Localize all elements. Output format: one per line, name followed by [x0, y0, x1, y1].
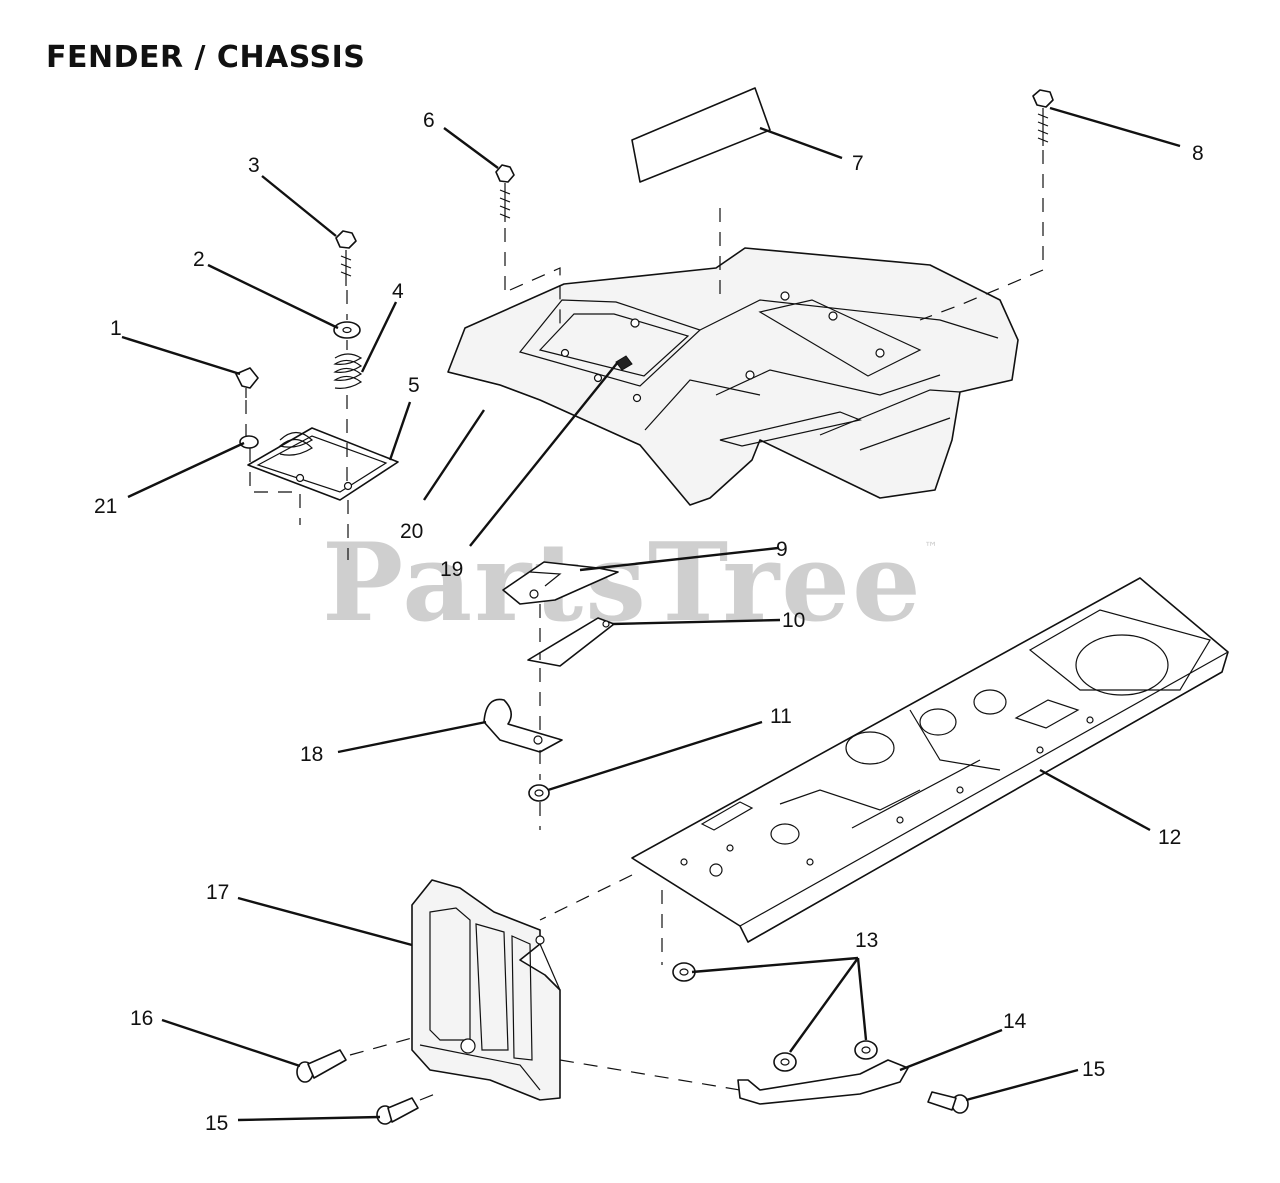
decal-part[interactable]: [631, 87, 771, 183]
washer-2-part[interactable]: [333, 321, 361, 339]
callout-5: 5: [408, 374, 420, 397]
bracket-10-part[interactable]: [527, 617, 615, 667]
callout-6: 6: [423, 109, 435, 132]
assembly-line: [349, 1037, 741, 1101]
callout-15-right: 15: [1082, 1058, 1105, 1081]
bracket-14-part[interactable]: [737, 1059, 909, 1105]
nut-11-part[interactable]: [528, 784, 550, 802]
callout-18: 18: [300, 743, 323, 766]
callout-4: 4: [392, 280, 404, 303]
callout-17: 17: [206, 881, 229, 904]
callout-14: 14: [1003, 1010, 1027, 1033]
bolt-15-right-part[interactable]: [927, 1091, 969, 1114]
screw-3-part[interactable]: [335, 230, 357, 286]
clip-18-part[interactable]: [483, 698, 563, 753]
washer-21-part[interactable]: [239, 435, 259, 449]
bracket-9-part[interactable]: [502, 561, 619, 605]
callout-11: 11: [770, 705, 792, 728]
spacer-13-parts[interactable]: [672, 962, 878, 1072]
leader-lines: [121, 106, 1181, 1122]
chassis-frame-part[interactable]: [631, 577, 1229, 943]
callout-19: 19: [440, 558, 463, 581]
callout-15-left: 15: [205, 1112, 228, 1135]
rear-plate-part[interactable]: [411, 879, 561, 1101]
callout-3: 3: [248, 154, 260, 177]
trademark-symbol: ™: [924, 540, 938, 556]
assembly-line: [539, 874, 633, 921]
screw-6-part[interactable]: [495, 164, 515, 222]
callout-7: 7: [852, 152, 864, 175]
watermark-text: PartsTree: [322, 520, 923, 646]
assembly-line: [919, 150, 1044, 321]
assembly-line: [245, 400, 301, 525]
callout-8: 8: [1192, 142, 1204, 165]
seat-plate-5-part[interactable]: [247, 427, 399, 501]
assembly-line: [504, 228, 561, 330]
callout-2: 2: [193, 248, 205, 271]
callout-20: 20: [400, 520, 423, 543]
bolt-16-part[interactable]: [296, 1049, 347, 1083]
callout-1: 1: [110, 317, 122, 340]
callout-21: 21: [94, 495, 117, 518]
callout-9: 9: [776, 538, 788, 561]
callout-10: 10: [782, 609, 805, 632]
fender-part[interactable]: [447, 247, 1019, 506]
spring-4-part[interactable]: [333, 353, 363, 389]
grease-fitting-1-part[interactable]: [235, 367, 259, 398]
callout-16: 16: [130, 1007, 153, 1030]
screw-8-part[interactable]: [1032, 89, 1054, 146]
callout-12: 12: [1158, 826, 1181, 849]
page-title: FENDER / CHASSIS: [46, 40, 366, 75]
bolt-15-left-part[interactable]: [376, 1097, 419, 1125]
callout-13: 13: [855, 929, 878, 952]
